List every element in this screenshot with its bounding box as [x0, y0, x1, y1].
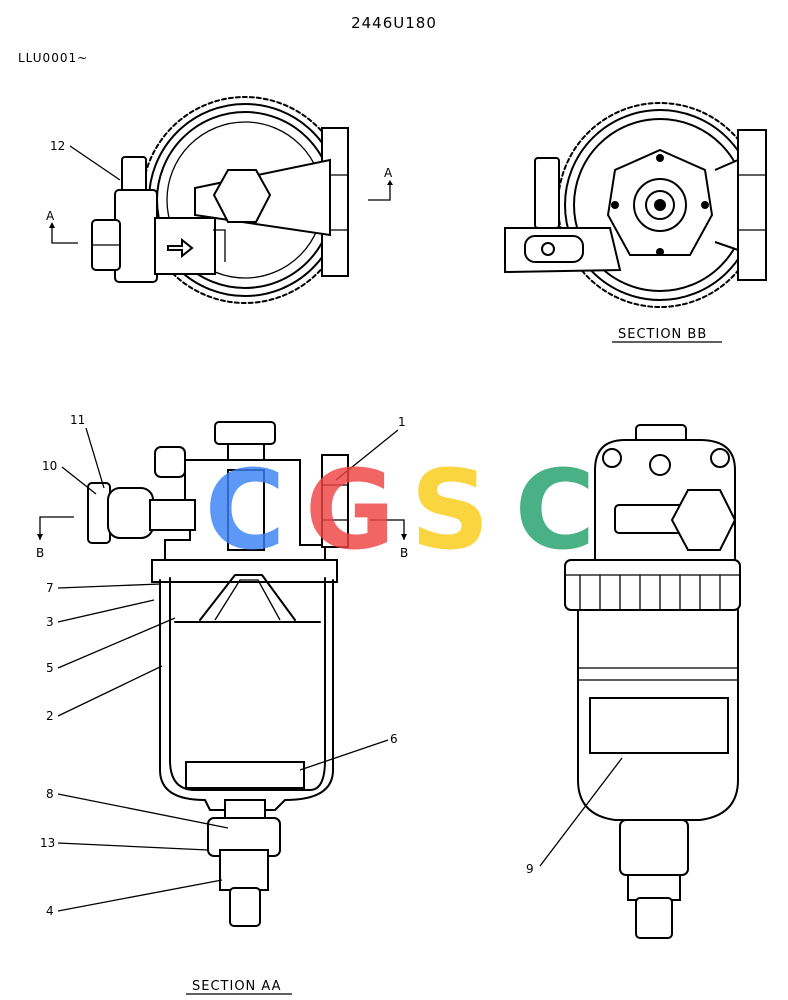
callout-1: 1 — [398, 415, 406, 429]
section-marker-b-left: B — [36, 546, 44, 560]
section-marker-a-upper: A — [384, 166, 393, 180]
callout-8: 8 — [46, 787, 54, 801]
section-bb-label: SECTION BB — [618, 327, 707, 342]
callout-9: 9 — [526, 862, 534, 876]
drawing-number: 2446U180 — [351, 14, 437, 32]
serial-range: LLU0001~ — [18, 51, 88, 65]
callout-4: 4 — [46, 904, 54, 918]
top-view-left — [91, 96, 349, 304]
callout-5: 5 — [46, 661, 54, 675]
callout-12: 12 — [50, 139, 65, 153]
callout-13: 13 — [40, 836, 55, 850]
exterior-view — [564, 424, 741, 939]
watermark-letter-c1: C — [205, 446, 286, 574]
section-bb-view — [504, 102, 767, 308]
section-marker-b-right: B — [400, 546, 408, 560]
section-marker-a-left: A — [46, 209, 55, 223]
cgsc-watermark: C G S C — [205, 446, 596, 574]
section-aa-view — [87, 421, 349, 927]
callout-7: 7 — [46, 581, 54, 595]
watermark-letter-g: G — [305, 446, 395, 574]
callout-6: 6 — [390, 732, 398, 746]
section-aa-label: SECTION AA — [192, 979, 282, 994]
callout-2: 2 — [46, 709, 54, 723]
callout-11: 11 — [70, 413, 85, 427]
watermark-letter-s: S — [410, 446, 489, 574]
watermark-letter-c2: C — [515, 446, 596, 574]
callout-3: 3 — [46, 615, 54, 629]
callout-10: 10 — [42, 459, 57, 473]
